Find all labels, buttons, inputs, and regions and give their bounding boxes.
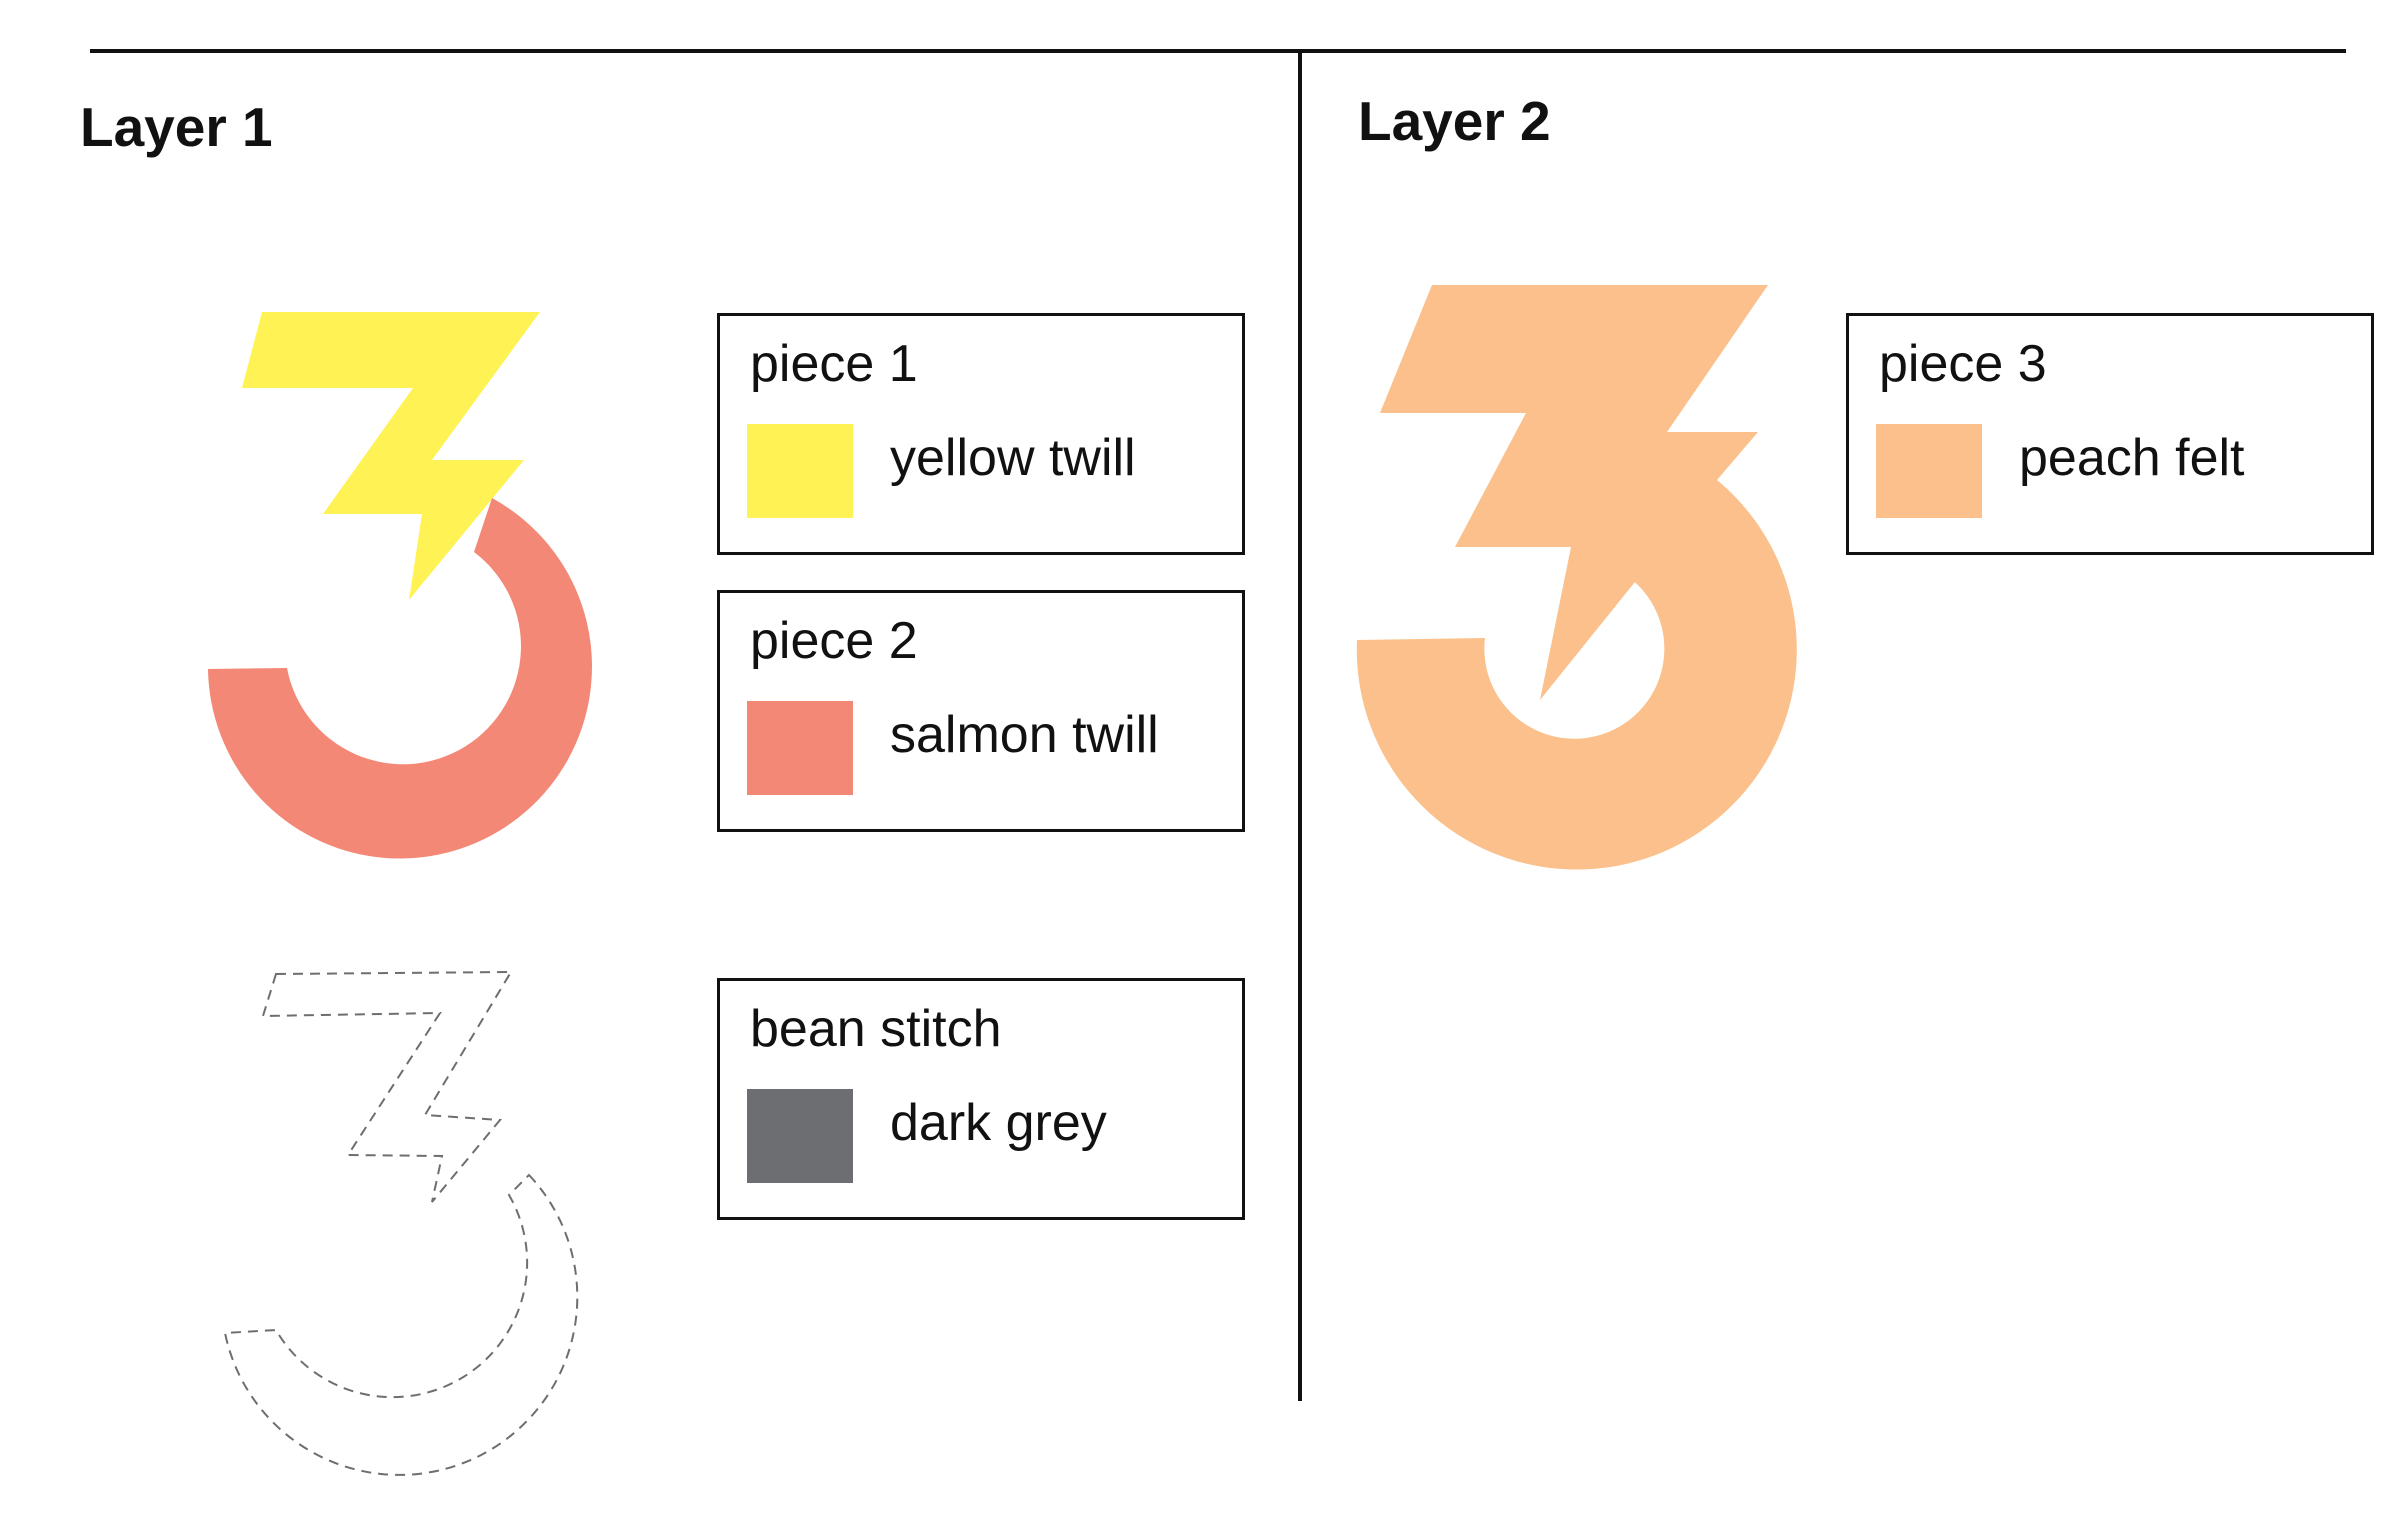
legend-piece-1-material: yellow twill (890, 429, 1136, 487)
legend-piece-3-title: piece 3 (1879, 335, 2047, 393)
legend-piece-1-title: piece 1 (750, 335, 918, 393)
piece-3-shape (1356, 285, 1797, 870)
legend-piece-1: piece 1 yellow twill (717, 313, 1245, 555)
layer-divider (1298, 49, 1302, 1401)
legend-piece-3-material: peach felt (2019, 429, 2245, 487)
piece-3-ring-part (1356, 480, 1797, 870)
legend-piece-1-swatch (747, 424, 853, 518)
legend-piece-2-title: piece 2 (750, 612, 918, 670)
legend-bean-stitch: bean stitch dark grey (717, 978, 1245, 1220)
legend-piece-2-material: salmon twill (890, 706, 1159, 764)
stitch-outline (223, 970, 579, 1476)
stitch-bolt-outline (261, 970, 513, 1203)
legend-bean-stitch-title: bean stitch (750, 1000, 1002, 1058)
layer-2-title: Layer 2 (1358, 90, 1551, 152)
legend-bean-stitch-material: dark grey (890, 1094, 1107, 1152)
piece-3-bolt-part (1380, 285, 1768, 700)
piece-2-shape (208, 498, 592, 859)
legend-piece-3-swatch (1876, 424, 1982, 518)
stitch-arc-outline (223, 1173, 579, 1476)
layer-1-title: Layer 1 (80, 96, 273, 158)
legend-bean-stitch-swatch (747, 1089, 853, 1183)
top-divider (90, 49, 2346, 53)
legend-piece-3: piece 3 peach felt (1846, 313, 2374, 555)
legend-piece-2-swatch (747, 701, 853, 795)
piece-1-shape (242, 312, 540, 600)
legend-piece-2: piece 2 salmon twill (717, 590, 1245, 832)
